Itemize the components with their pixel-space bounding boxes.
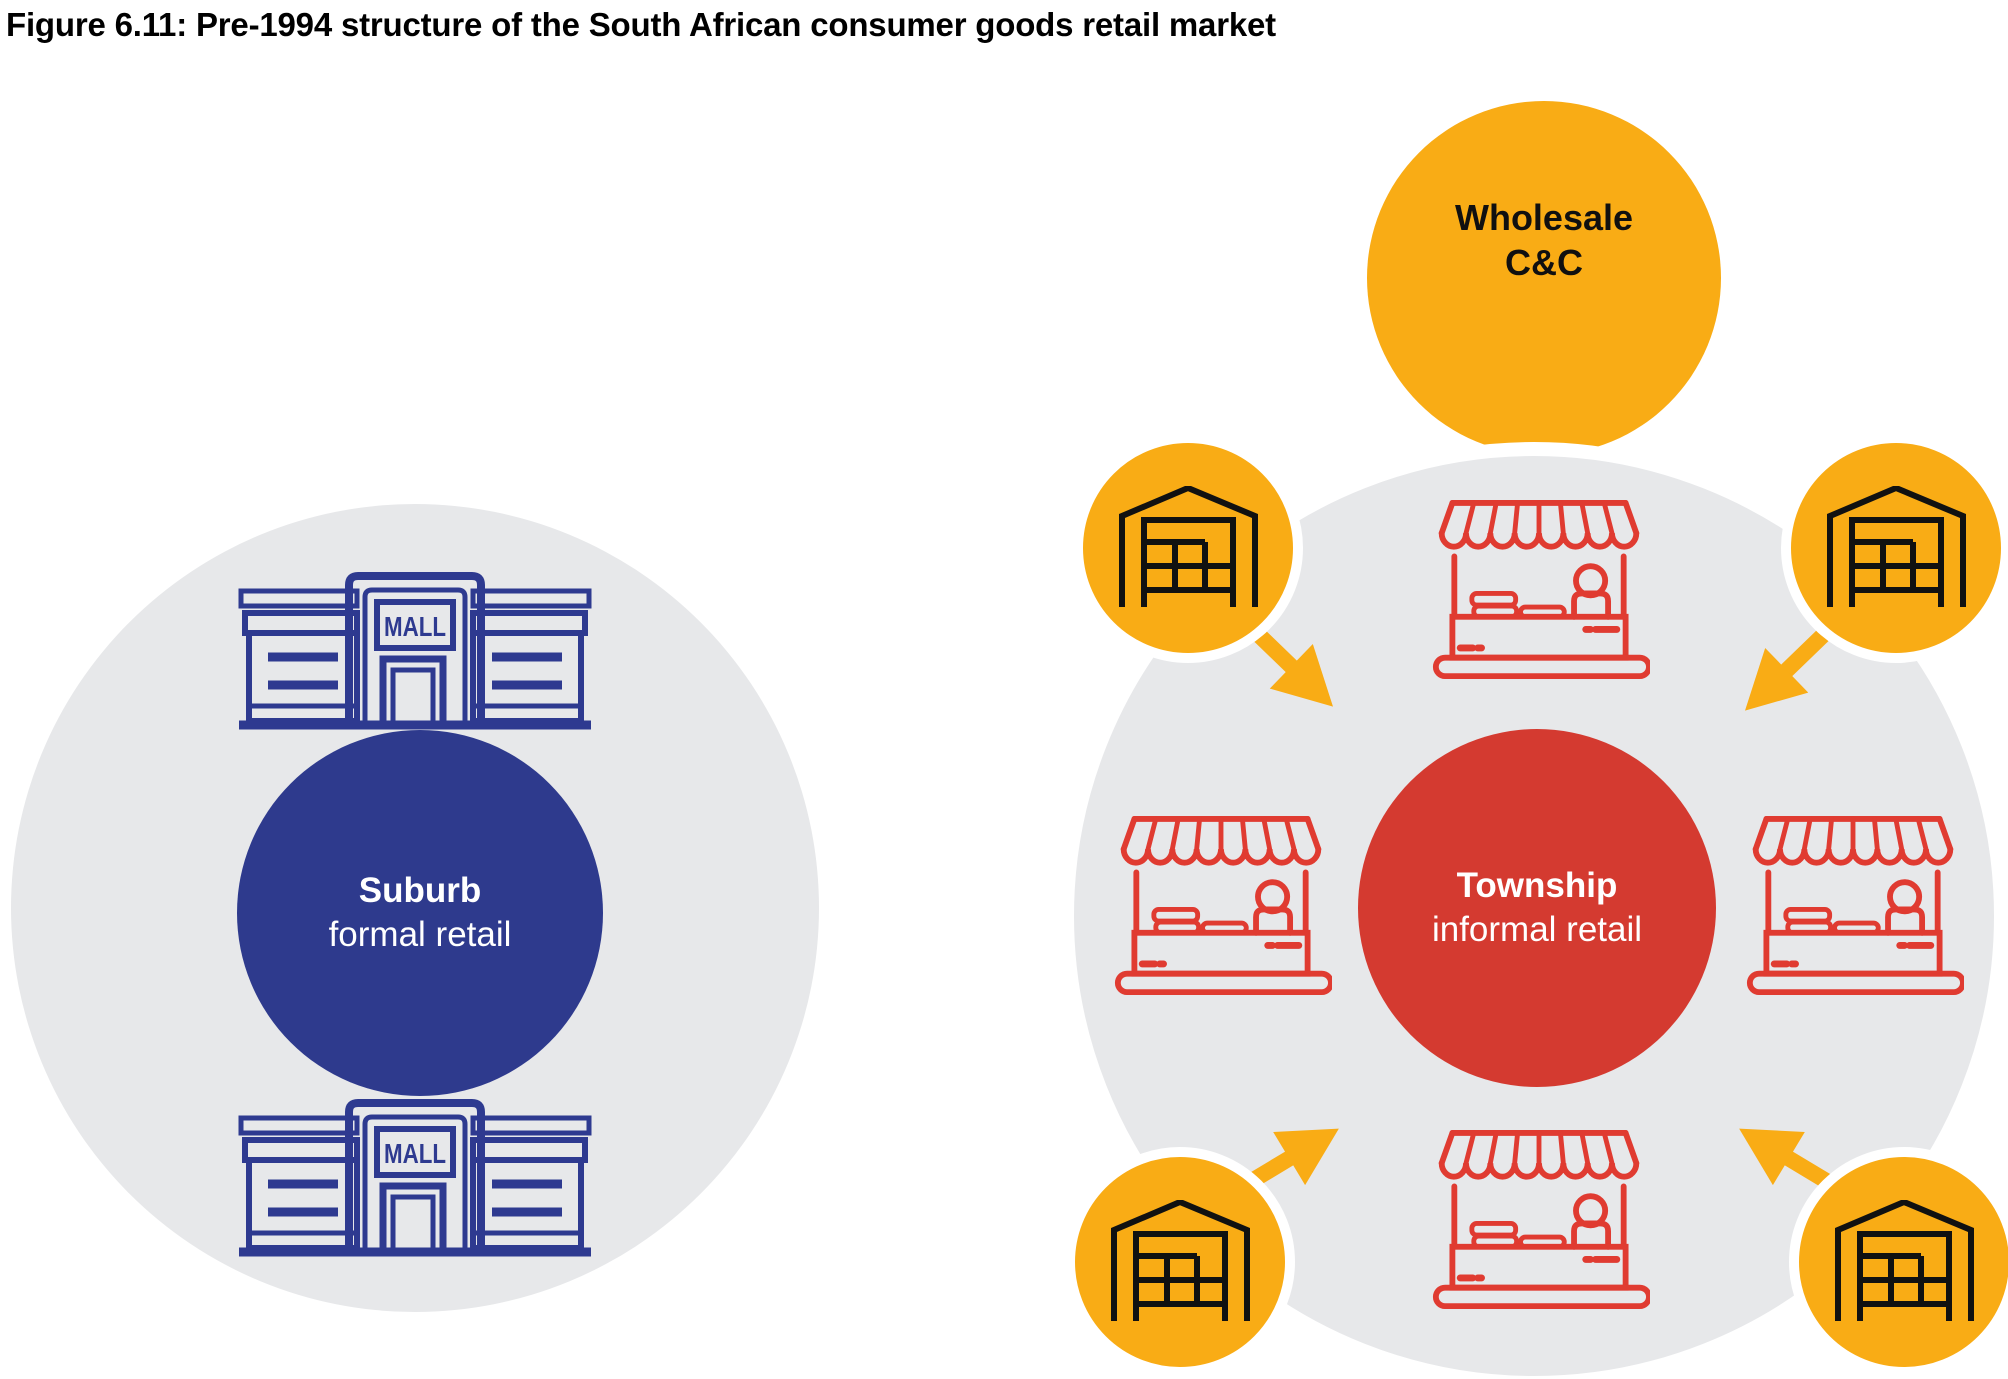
warehouse-icon: [1826, 486, 1966, 607]
mall-building-icon: MALL: [238, 1099, 592, 1257]
market-stall-icon: [1114, 816, 1332, 996]
mall-sign-text: MALL: [384, 1138, 446, 1169]
mall-building-icon: MALL: [238, 572, 592, 730]
township-label-rest: informal retail: [1431, 910, 1643, 949]
market-stall-icon: [1746, 816, 1964, 996]
supply-arrow-icon: [1744, 624, 1834, 711]
warehouse-icon: [1118, 486, 1258, 607]
wholesale-warehouse-badge: [1781, 433, 2008, 663]
suburb-formal-retail-circle: Suburb formal retail: [237, 730, 603, 1096]
mall-sign-text: MALL: [384, 611, 446, 642]
suburb-label-rest: formal retail: [328, 915, 512, 954]
figure-title: Figure 6.11: Pre-1994 structure of the S…: [6, 6, 1276, 43]
warehouse-icon: [1834, 1200, 1974, 1321]
wholesale-cc-circle: Wholesale C&C: [1367, 101, 1721, 455]
wholesale-warehouse-badge: [1789, 1147, 2008, 1377]
warehouse-icon: [1110, 1200, 1250, 1321]
market-stall-icon: [1432, 500, 1650, 680]
wholesale-warehouse-badge: [1065, 1147, 1295, 1377]
wholesale-label-line1: Wholesale: [1454, 197, 1634, 238]
suburb-label-bold: Suburb: [358, 870, 482, 910]
township-label-bold: Township: [1456, 865, 1618, 905]
township-informal-retail-circle: Township informal retail: [1358, 729, 1716, 1087]
wholesale-warehouse-badge: [1073, 433, 1303, 663]
wholesale-label-line2: C&C: [1505, 242, 1583, 283]
market-stall-icon: [1432, 1130, 1650, 1310]
